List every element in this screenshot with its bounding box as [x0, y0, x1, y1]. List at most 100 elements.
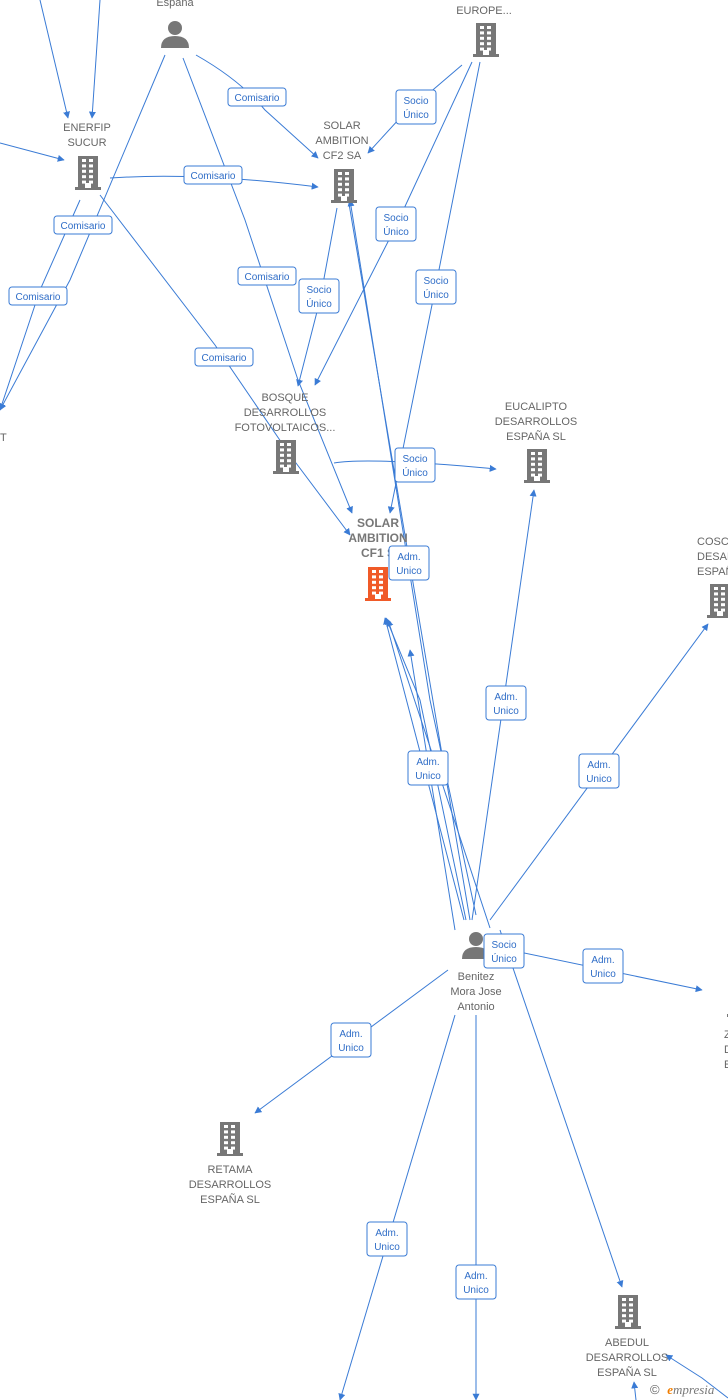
edge-line: [347, 199, 477, 916]
edge-label-text: Adm.: [587, 760, 610, 771]
edge-label-box: [578, 753, 620, 789]
edge-label-text: Único: [403, 108, 429, 121]
edge-label[interactable]: Comisario: [8, 286, 68, 306]
edge-label-box: [395, 89, 437, 125]
building-icon: [473, 23, 499, 57]
edge-line: [182, 57, 353, 514]
edge-label[interactable]: Adm.Unico: [366, 1221, 408, 1257]
edge-label-box: [415, 269, 457, 305]
edge-line: [0, 54, 166, 411]
building-icon: [365, 567, 391, 601]
node-espana[interactable]: España: [156, 0, 195, 48]
edge-label-box: [394, 447, 436, 483]
edge-label-text: Adm.: [375, 1228, 398, 1239]
node-label-line: ESPAÑA SL: [506, 430, 566, 443]
edge-label-box: [366, 1221, 408, 1257]
edge-label-text: Unico: [590, 969, 616, 980]
node-label-line: DESARROLLOS: [586, 1352, 669, 1364]
edge-line: [195, 54, 319, 159]
edge-label-box: [407, 750, 449, 786]
node-label-line: BOSQUE: [261, 392, 308, 404]
edge-label[interactable]: Adm. Unico: [330, 1022, 372, 1058]
edge-line: [407, 649, 456, 931]
edge-label[interactable]: Adm.Unico: [485, 685, 527, 721]
building-icon: [273, 440, 299, 474]
edge-label[interactable]: Adm. Unico: [388, 545, 430, 581]
edge-label-text: Adm.: [416, 757, 439, 768]
edge-label[interactable]: Comisario: [227, 87, 287, 107]
edge-line: [385, 617, 467, 921]
node-label-line: DESA: [724, 1044, 728, 1056]
node-label-line: ES: [724, 1059, 728, 1071]
copyright-symbol: ©: [650, 1382, 660, 1397]
edge-label-text: Único: [402, 466, 428, 479]
node-label-line: ABEDUL: [605, 1337, 649, 1349]
edge-label-box: [53, 215, 113, 235]
brand-rest: mpresia: [673, 1382, 715, 1397]
node-label-line: FOTOVOLTAICOS...: [235, 422, 336, 434]
node-label-line: SUCUR: [67, 137, 106, 149]
edge-label-text: Socio: [383, 213, 408, 224]
node-europe[interactable]: EUROPE...: [456, 5, 512, 57]
edge-label[interactable]: Comisario: [194, 347, 254, 367]
edge-line: [99, 194, 351, 536]
edge-label-box: [8, 286, 68, 306]
edge-label-text: Adm.: [397, 552, 420, 563]
edge-label[interactable]: Comisario: [53, 215, 113, 235]
edge-label-text: Socio: [423, 276, 448, 287]
edge-label-box: [183, 165, 243, 185]
node-z[interactable]: ZDESAES: [724, 983, 728, 1071]
node-label-line: Mora Jose: [450, 986, 501, 998]
node-bosque[interactable]: BOSQUEDESARROLLOSFOTOVOLTAICOS...: [235, 392, 336, 474]
node-label-line: DESARROLLOS: [189, 1179, 272, 1191]
edge-label-text: Unico: [493, 706, 519, 717]
edge-label[interactable]: Adm. Unico: [582, 948, 624, 984]
edge-label-box: [485, 685, 527, 721]
node-label-line: AMBITION: [315, 135, 368, 147]
edge-label-text: Unico: [586, 774, 612, 785]
edge-label[interactable]: Adm. Unico: [578, 753, 620, 789]
edge-label-text: Único: [383, 225, 409, 238]
edge-label-text: Adm.: [339, 1029, 362, 1040]
person-icon: [161, 21, 189, 48]
edge-label[interactable]: Comisario: [237, 266, 297, 286]
node-cosco[interactable]: COSCDESARRESPAÑ: [697, 536, 728, 618]
node-leftT[interactable]: T: [0, 432, 7, 444]
building-icon: [331, 169, 357, 203]
edge-label-text: Adm.: [591, 955, 614, 966]
node-label-line: SOLAR: [357, 516, 399, 530]
node-label-line: DESARR: [697, 551, 728, 563]
edge-label-text: Único: [491, 952, 517, 965]
node-enerfip[interactable]: ENERFIP SUCUR: [63, 122, 111, 190]
edge-label-text: Unico: [396, 566, 422, 577]
edge-label[interactable]: Adm.Unico: [407, 750, 449, 786]
edge-label-box: [483, 933, 525, 969]
edge-label-text: Único: [423, 288, 449, 301]
building-icon: [75, 156, 101, 190]
edge-label-box: [237, 266, 297, 286]
edge-label-text: Unico: [463, 1285, 489, 1296]
edge-label[interactable]: Adm.Unico: [455, 1264, 497, 1300]
edge-label-text: Unico: [338, 1043, 364, 1054]
node-label-line: ENERFIP: [63, 122, 111, 134]
node-label-line: AMBITION: [348, 531, 407, 545]
edge-label[interactable]: Comisario: [183, 165, 243, 185]
edge-label-text: Comisario: [15, 292, 60, 303]
edge-label-text: Comisario: [201, 353, 246, 364]
edge-label-box: [582, 948, 624, 984]
edge-line: [338, 1014, 456, 1400]
edge-label-text: Único: [306, 297, 332, 310]
